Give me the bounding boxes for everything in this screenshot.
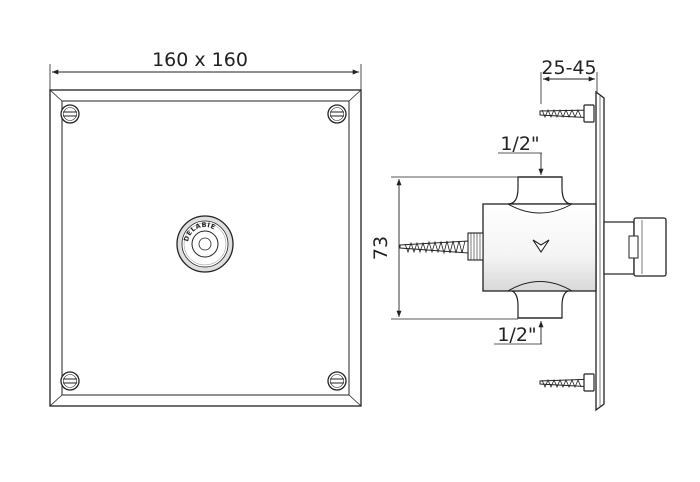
outlet-thread-label: 1/2" [497,324,536,346]
screw-head-bottom-left [60,371,80,391]
wall-thickness-label: 25-45 [541,57,596,79]
inlet-thread-label: 1/2" [500,133,539,155]
plate-size-label: 160 x 160 [152,49,248,71]
bottom-fixing-screw [539,373,595,392]
bevel-corner-tr [348,89,362,102]
cover-plate-outer [49,89,362,407]
push-cartridge [603,217,667,277]
screw-head-bottom-right [327,371,347,391]
cover-plate-inner [61,100,350,396]
screw-head-top-right [327,104,347,124]
side-view [391,72,667,412]
valve-body [467,176,597,319]
bevel-corner-bl [49,394,63,407]
rear-fixing-screw [399,240,469,255]
bevel-corner-tl [49,89,63,102]
push-button [176,215,234,273]
front-view [49,64,362,407]
body-height-label: 73 [370,236,392,260]
bevel-corner-br [348,394,362,407]
top-fixing-screw [539,104,595,123]
screw-head-top-left [60,104,80,124]
